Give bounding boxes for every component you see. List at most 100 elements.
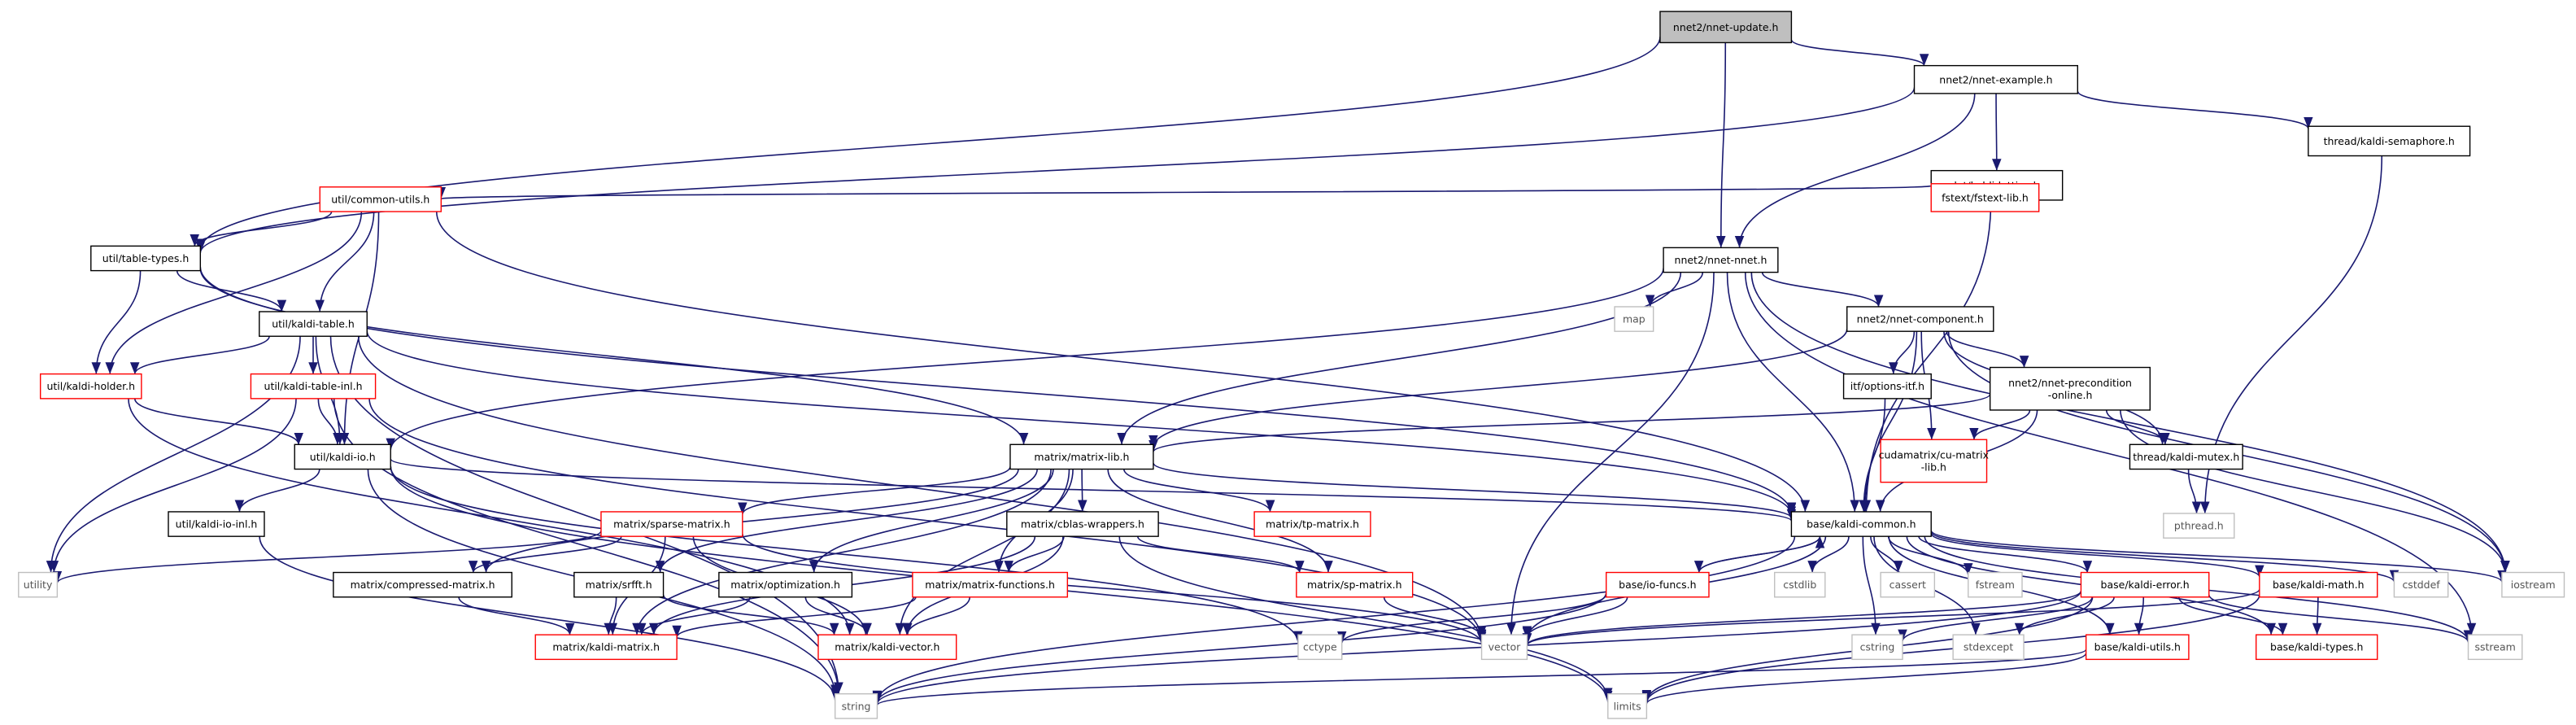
include-edge: [1969, 409, 2031, 440]
node-matrix-matrix-lib-h[interactable]: matrix/matrix-lib.h: [1009, 443, 1154, 470]
include-edge: [317, 398, 342, 445]
include-edge: [1337, 593, 1607, 644]
node-util-kaldi-table-inl-h[interactable]: util/kaldi-table-inl.h: [250, 373, 377, 400]
node-matrix-tp-matrix-h[interactable]: matrix/tp-matrix.h: [1253, 511, 1371, 537]
include-edge: [91, 270, 142, 374]
node-thread-kaldi-semaphore-h[interactable]: thread/kaldi-semaphore.h: [2308, 125, 2471, 157]
node-label: util/table-types.h: [102, 252, 189, 264]
node-label: matrix/sparse-matrix.h: [613, 518, 730, 531]
node-label: fstream: [1976, 579, 2015, 591]
include-edge: [1149, 329, 1848, 448]
include-edge: [1859, 331, 1918, 512]
node-label: cstdlib: [1783, 579, 1816, 591]
node-label: cassert: [1890, 579, 1926, 591]
node-base-kaldi-types-h[interactable]: base/kaldi-types.h: [2256, 634, 2378, 661]
include-edge: [1522, 596, 1628, 639]
include-edge: [49, 398, 297, 573]
include-edge: [655, 469, 1038, 573]
node-sstream: sstream: [2467, 634, 2523, 661]
include-edge: [1716, 42, 1727, 248]
node-matrix-compressed-matrix-h[interactable]: matrix/compressed-matrix.h: [333, 571, 512, 598]
node-box: [2259, 571, 2378, 598]
include-edge: [190, 211, 333, 247]
node-label: thread/kaldi-mutex.h: [2133, 451, 2239, 463]
node-label: base/kaldi-math.h: [2273, 579, 2365, 591]
node-box: [1930, 183, 2040, 212]
node-label: util/kaldi-io-inl.h: [176, 518, 258, 531]
include-edge: [366, 330, 1796, 515]
node-label: iostream: [2511, 579, 2556, 591]
node-label: cstddef: [2402, 579, 2440, 591]
node-nnet2-nnet-nnet-h[interactable]: nnet2/nnet-nnet.h: [1663, 247, 1779, 273]
node-base-kaldi-math-h[interactable]: base/kaldi-math.h: [2259, 571, 2378, 598]
node-nnet2-nnet-precondition-online-h[interactable]: nnet2/nnet-precondition-online.h: [1989, 366, 2151, 411]
node-util-kaldi-table-h[interactable]: util/kaldi-table.h: [259, 311, 368, 337]
node-cstddef: cstddef: [2393, 571, 2449, 598]
node-limits: limits: [1607, 692, 1648, 719]
node-util-kaldi-holder-h[interactable]: util/kaldi-holder.h: [39, 373, 142, 400]
node-nnet2-nnet-update-h[interactable]: nnet2/nnet-update.h: [1659, 11, 1793, 44]
node-stdexcept: stdexcept: [1952, 634, 2025, 661]
node-box: [1009, 443, 1154, 470]
node-cudamatrix-cu-matrix-lib-h[interactable]: cudamatrix/cu-matrix-lib.h: [1879, 439, 1989, 483]
node-itf-options-itf-h[interactable]: itf/options-itf.h: [1842, 373, 1932, 400]
include-edge: [390, 458, 1796, 522]
include-edge: [804, 596, 872, 635]
node-label: cctype: [1303, 641, 1337, 653]
node-label: matrix/matrix-lib.h: [1034, 451, 1129, 463]
node-box: [1774, 571, 1826, 598]
node-box: [600, 511, 743, 537]
include-edge: [1149, 393, 1991, 453]
include-edge: [435, 212, 1810, 512]
node-util-kaldi-io-h[interactable]: util/kaldi-io.h: [294, 443, 391, 470]
node-box: [1606, 571, 1710, 598]
node-label: base/kaldi-error.h: [2101, 579, 2190, 591]
node-box: [1880, 439, 1988, 483]
node-matrix-kaldi-vector-h[interactable]: matrix/kaldi-vector.h: [817, 634, 957, 661]
include-edge: [1750, 272, 2510, 573]
include-edge: [2187, 469, 2202, 513]
node-base-kaldi-utils-h[interactable]: base/kaldi-utils.h: [2085, 634, 2190, 661]
node-thread-kaldi-mutex-h[interactable]: thread/kaldi-mutex.h: [2129, 443, 2243, 470]
include-edge: [259, 536, 840, 701]
node-nnet2-nnet-component-h[interactable]: nnet2/nnet-component.h: [1846, 306, 1994, 332]
include-edge: [1861, 199, 1992, 512]
node-label: itf/options-itf.h: [1850, 380, 1924, 392]
node-label: cudamatrix/cu-matrix: [1879, 448, 1989, 461]
include-edge: [1734, 93, 1976, 248]
include-edge: [52, 530, 602, 583]
include-edge: [133, 398, 303, 445]
node-util-common-utils-h[interactable]: util/common-utils.h: [319, 186, 442, 212]
node-base-kaldi-common-h[interactable]: base/kaldi-common.h: [1790, 511, 1932, 537]
node-box: [1913, 64, 2078, 94]
node-box: [1663, 247, 1779, 273]
node-base-io-funcs-h[interactable]: base/io-funcs.h: [1606, 571, 1710, 598]
node-matrix-optimization-h[interactable]: matrix/optimization.h: [718, 571, 853, 598]
include-edge: [458, 596, 575, 635]
include-edge: [1107, 469, 1333, 573]
node-matrix-srfft-h[interactable]: matrix/srfft.h: [573, 571, 665, 598]
node-label: -lib.h: [1921, 461, 1946, 473]
include-edge: [1506, 272, 1715, 635]
node-label: matrix/compressed-matrix.h: [351, 579, 495, 591]
node-util-table-types-h[interactable]: util/table-types.h: [90, 245, 202, 272]
node-label: util/kaldi-io.h: [310, 451, 376, 463]
node-layer: nnet2/nnet-update.h nnet2/nnet-example.h l…: [18, 11, 2565, 719]
include-edge: [1744, 272, 2477, 635]
node-label: base/io-funcs.h: [1619, 579, 1696, 591]
node-matrix-kaldi-matrix-h[interactable]: matrix/kaldi-matrix.h: [534, 634, 678, 661]
node-matrix-sp-matrix-h[interactable]: matrix/sp-matrix.h: [1296, 571, 1414, 598]
include-edge: [604, 596, 617, 635]
node-matrix-cblas-wrappers-h[interactable]: matrix/cblas-wrappers.h: [1006, 511, 1159, 537]
node-label: base/kaldi-types.h: [2270, 641, 2363, 653]
node-box: [817, 634, 957, 661]
include-edge: [1859, 398, 1886, 512]
node-matrix-matrix-functions-h[interactable]: matrix/matrix-functions.h: [912, 571, 1069, 598]
node-fstext-fstext-lib-h[interactable]: fstext/fstext-lib.h: [1930, 183, 2040, 212]
include-edge: [195, 87, 1916, 254]
node-base-kaldi-error-h[interactable]: base/kaldi-error.h: [2080, 571, 2210, 598]
node-util-kaldi-io-inl-h[interactable]: util/kaldi-io-inl.h: [168, 511, 265, 537]
node-nnet2-nnet-example-h[interactable]: nnet2/nnet-example.h: [1913, 64, 2078, 94]
node-label: nnet2/nnet-precondition: [2008, 377, 2132, 389]
node-matrix-sparse-matrix-h[interactable]: matrix/sparse-matrix.h: [600, 511, 743, 537]
